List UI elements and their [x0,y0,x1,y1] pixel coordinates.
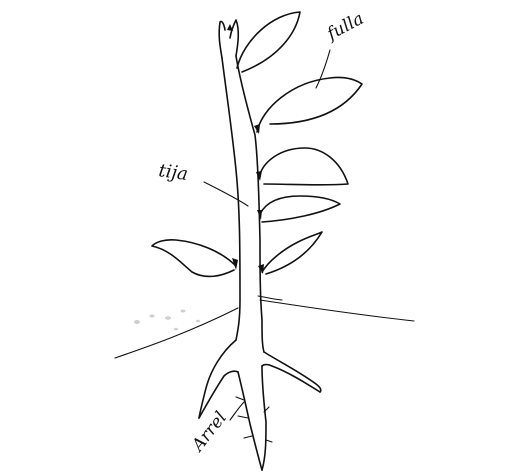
leaf-left [152,240,238,277]
stem [219,20,264,352]
label-leaf: fulla [322,9,367,46]
label-root: Arrel [187,408,231,457]
stem-pointer [204,182,248,206]
leaf-middle [256,148,348,185]
leaf-top [237,12,300,72]
soil-line [115,296,414,358]
leaf-large [254,77,362,134]
leaf-bottom-right [258,232,322,274]
label-stem: tija [157,160,189,185]
leaf-pointer [316,50,330,88]
leaf-lower-right [257,196,340,222]
roots [199,340,321,470]
